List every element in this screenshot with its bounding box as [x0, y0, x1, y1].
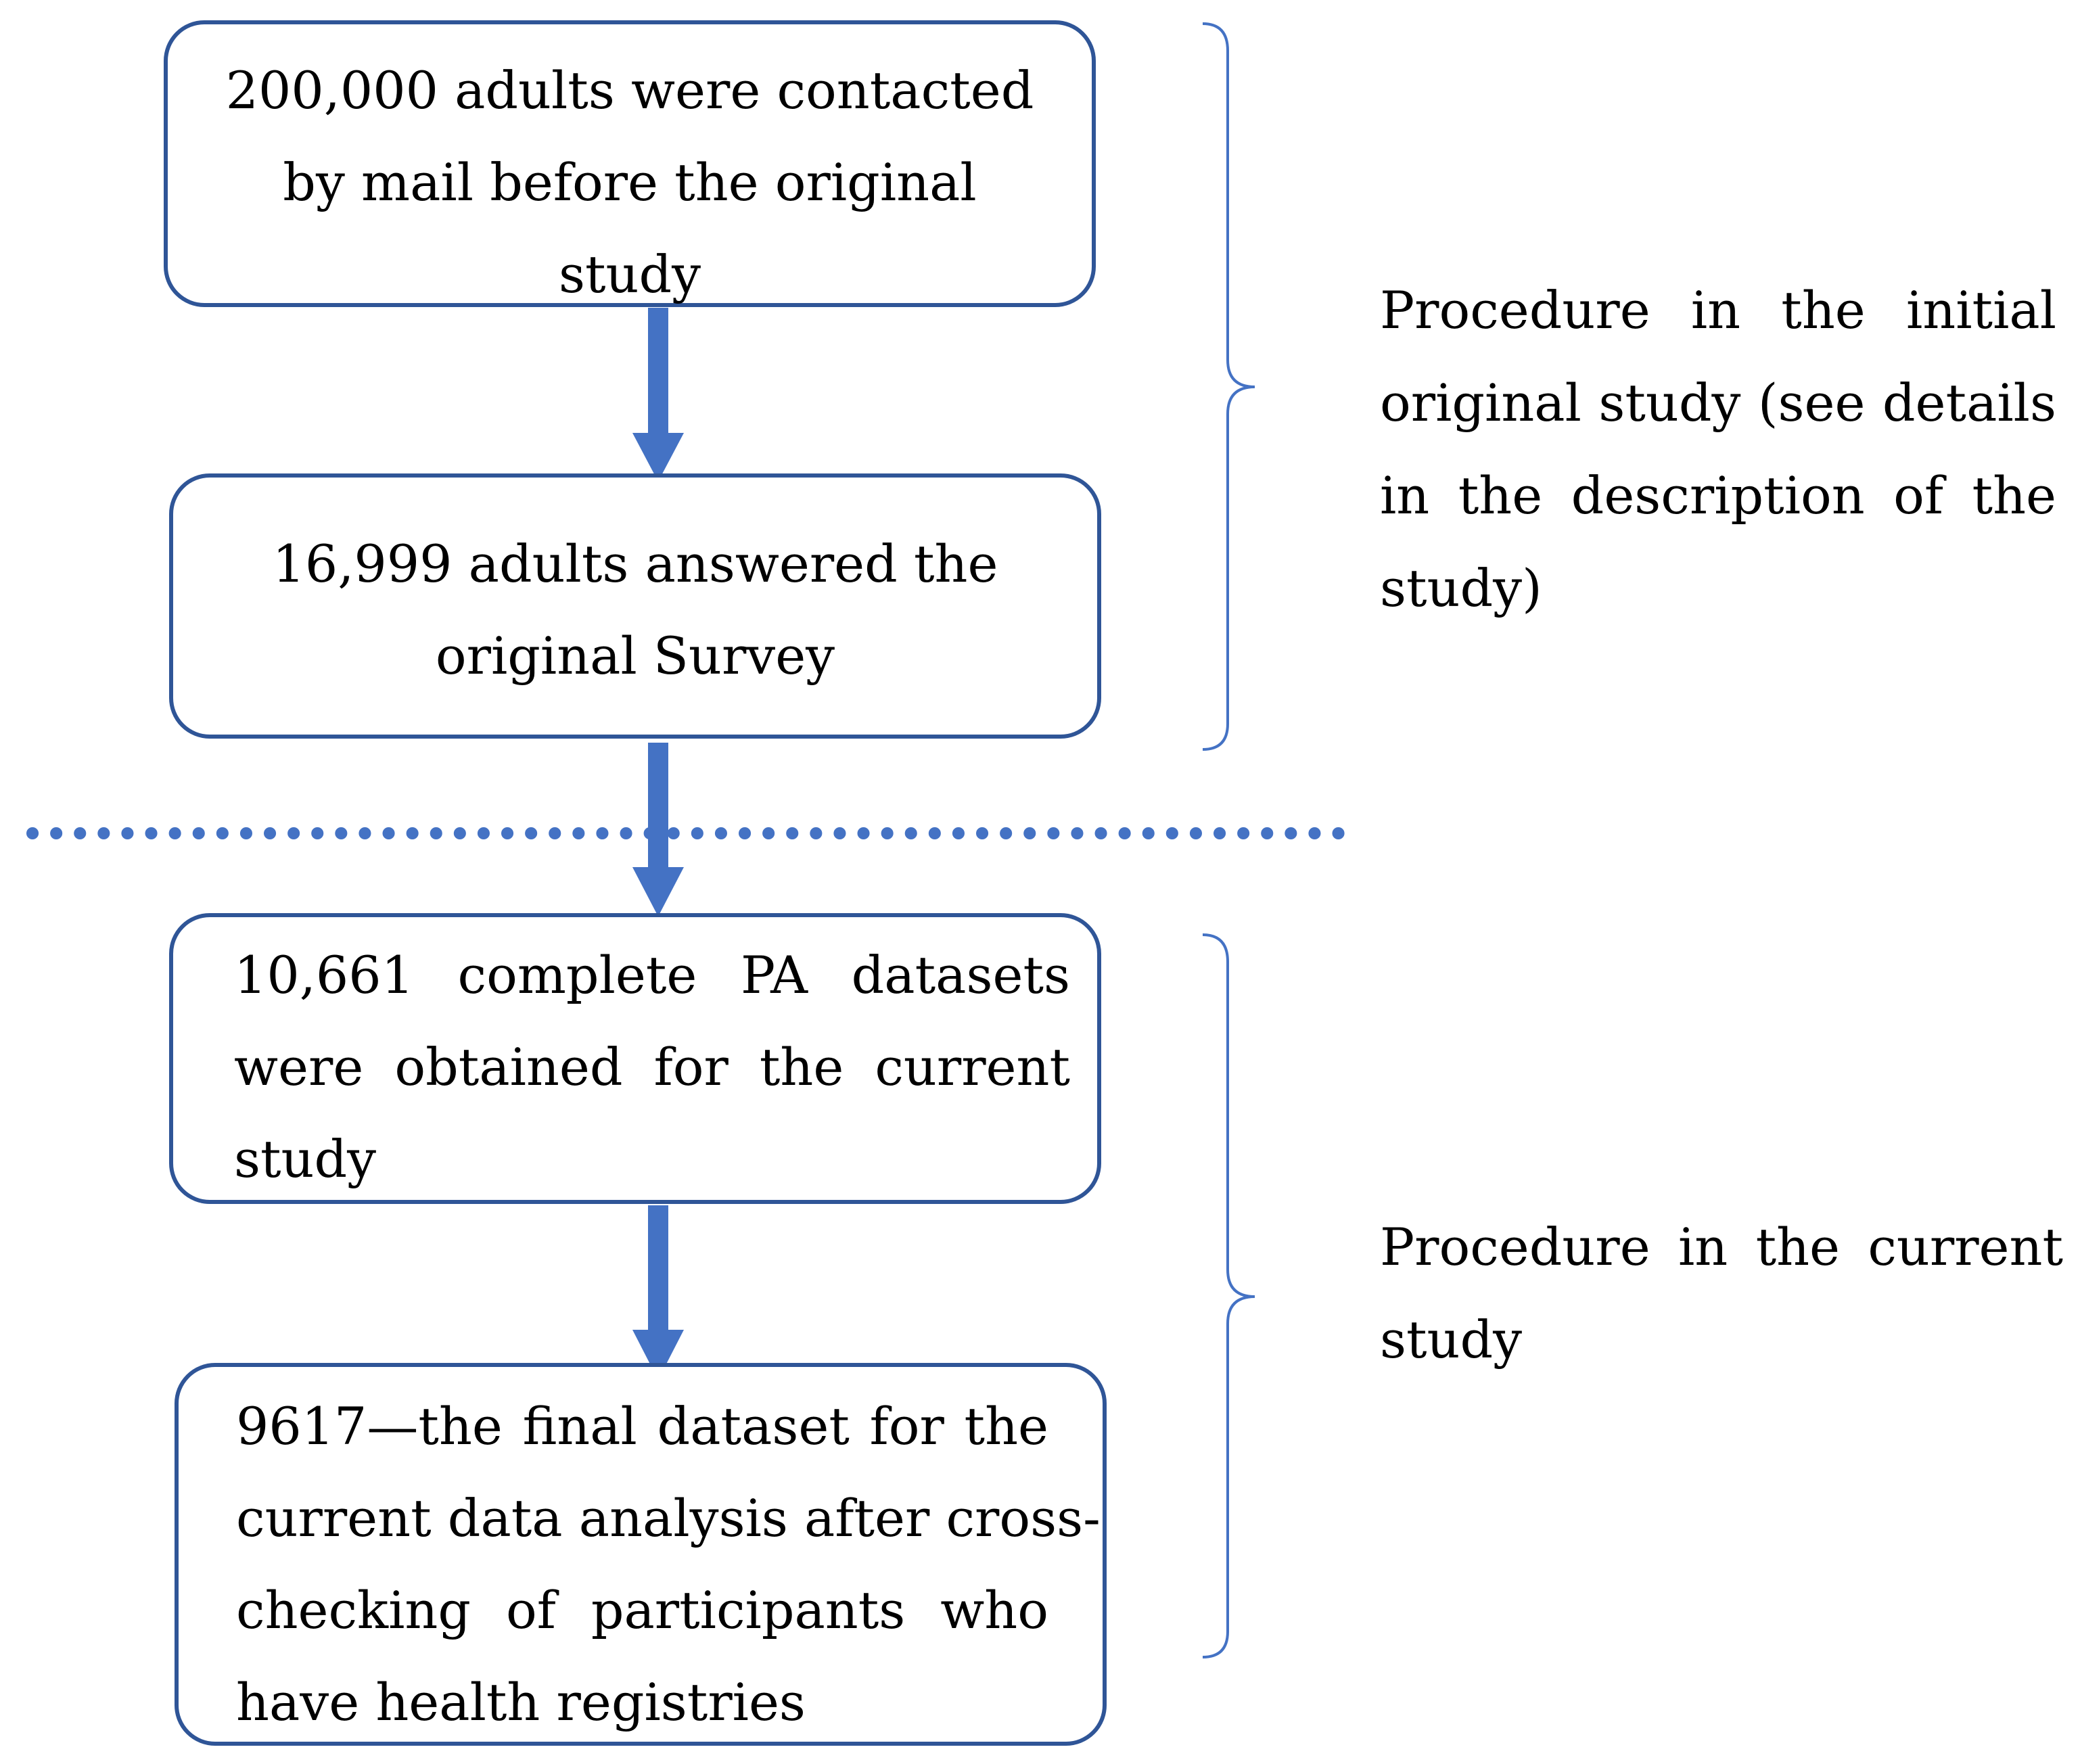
arrow-2 — [632, 743, 684, 916]
step-text-line: 9617—the final dataset for the — [236, 1396, 1048, 1456]
step-box-contacted: 200,000 adults were contacted by mail be… — [164, 20, 1096, 307]
note-text-line: original study (see details — [1380, 373, 2056, 433]
step-text-line: 16,999 adults answered the — [272, 534, 998, 594]
brace-initial-study — [1202, 22, 1255, 751]
note-text-line: study — [1380, 1309, 1523, 1370]
procedure-note-current: Procedure in the current study — [1380, 1201, 2063, 1386]
step-box-final-dataset: 9617—the final dataset for the current d… — [175, 1363, 1107, 1746]
step-text-line: current data analysis after cross- — [236, 1488, 1101, 1548]
step-text-line: 10,661 complete PA datasets — [234, 945, 1070, 1005]
arrow-3 — [632, 1205, 684, 1380]
note-text-line: study) — [1380, 558, 1542, 618]
step-box-answered: 16,999 adults answered the original Surv… — [169, 473, 1101, 739]
step-text-line: original Survey — [435, 626, 835, 686]
procedure-note-initial: Procedure in the initial original study … — [1380, 264, 2056, 634]
step-text-line: checking of participants who — [236, 1580, 1048, 1640]
step-text-line: study — [558, 244, 701, 304]
note-text-line: Procedure in the initial — [1380, 280, 2056, 340]
step-text-line: 200,000 adults were contacted — [225, 60, 1034, 120]
note-text-line: in the description of the — [1380, 465, 2056, 526]
step-text-line: were obtained for the current — [234, 1037, 1070, 1097]
step-text-line: have health registries — [236, 1672, 806, 1732]
arrow-1 — [632, 308, 684, 482]
step-box-complete-datasets: 10,661 complete PA datasets were obtaine… — [169, 913, 1101, 1204]
step-text-line: by mail before the original — [283, 152, 977, 212]
step-text-line: study — [234, 1129, 377, 1189]
note-text-line: Procedure in the current — [1380, 1217, 2063, 1277]
brace-current-study — [1202, 933, 1255, 1658]
